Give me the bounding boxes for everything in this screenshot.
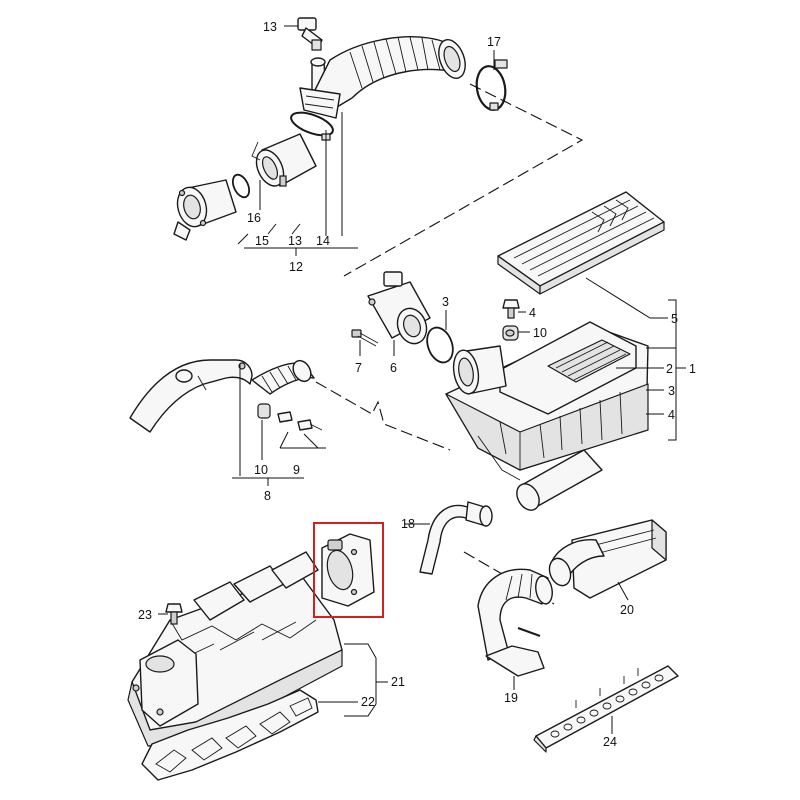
part-18-breather-hose (419, 501, 493, 575)
part-12-corrugated-intake-hose (299, 36, 466, 119)
callout-21: 21 (391, 675, 405, 689)
callout-1: 1 (689, 362, 696, 376)
callout-labels: 13 17 16 15 13 14 12 5 4 10 3 2 1 3 4 6 … (138, 20, 696, 749)
part-5-air-filter-element (497, 191, 665, 295)
callout-7: 7 (355, 361, 362, 375)
part-16-o-ring (231, 173, 251, 199)
part-1-housing-outlet (516, 449, 603, 511)
part-15-turbo-outlet-housing (173, 179, 237, 241)
part-19-elbow-hose (477, 568, 553, 677)
part-15-connection-pipe (251, 133, 317, 187)
callout-9: 9 (293, 463, 300, 477)
part-8-hose-assembly (129, 359, 315, 433)
part-4-bolt (502, 299, 520, 319)
highlight-box-throttle-body (313, 522, 384, 618)
leader-lines (158, 25, 686, 734)
callout-3-left: 3 (442, 295, 449, 309)
part-21-intake-manifold (127, 533, 375, 747)
part-23-bolt (165, 603, 183, 625)
part-24-flap-strip (533, 665, 679, 753)
callout-8: 8 (264, 489, 271, 503)
part-9-bolt-washer (257, 403, 323, 431)
connection-dashline-middle (315, 381, 451, 451)
part-20-air-duct (548, 519, 667, 599)
callout-2: 2 (666, 362, 673, 376)
callout-10-top: 10 (533, 326, 547, 340)
callout-15: 15 (255, 234, 269, 248)
callout-3-right: 3 (668, 384, 675, 398)
part-10-grommet (502, 325, 519, 341)
callout-17: 17 (487, 35, 501, 49)
air-filter-housing-assembly (351, 191, 665, 511)
callout-13-bottom: 13 (288, 234, 302, 248)
callout-4-right: 4 (668, 408, 675, 422)
callout-24: 24 (603, 735, 617, 749)
callout-22: 22 (361, 695, 375, 709)
callout-4-top: 4 (529, 306, 536, 320)
callout-19: 19 (504, 691, 518, 705)
callout-14: 14 (316, 234, 330, 248)
part-3-o-ring (426, 326, 454, 364)
callout-12: 12 (289, 260, 303, 274)
callout-18: 18 (401, 517, 415, 531)
part-6-air-mass-meter (367, 271, 431, 345)
part-13-sensor-connector (297, 17, 323, 51)
connection-dashline-upper (343, 83, 584, 277)
callout-5: 5 (671, 312, 678, 326)
part-17-hose-clamp (475, 59, 508, 111)
flap-strip-holes (550, 674, 664, 738)
part-22-manifold-gasket (141, 689, 319, 781)
callout-6: 6 (390, 361, 397, 375)
callout-16: 16 (247, 211, 261, 225)
callout-20: 20 (620, 603, 634, 617)
part-7-screw (351, 329, 379, 347)
callout-13-top: 13 (263, 20, 277, 34)
upper-intake-hose-assembly (173, 17, 584, 277)
callout-23: 23 (138, 608, 152, 622)
callout-10-bottom: 10 (254, 463, 268, 477)
part-1-air-filter-housing (445, 321, 649, 481)
